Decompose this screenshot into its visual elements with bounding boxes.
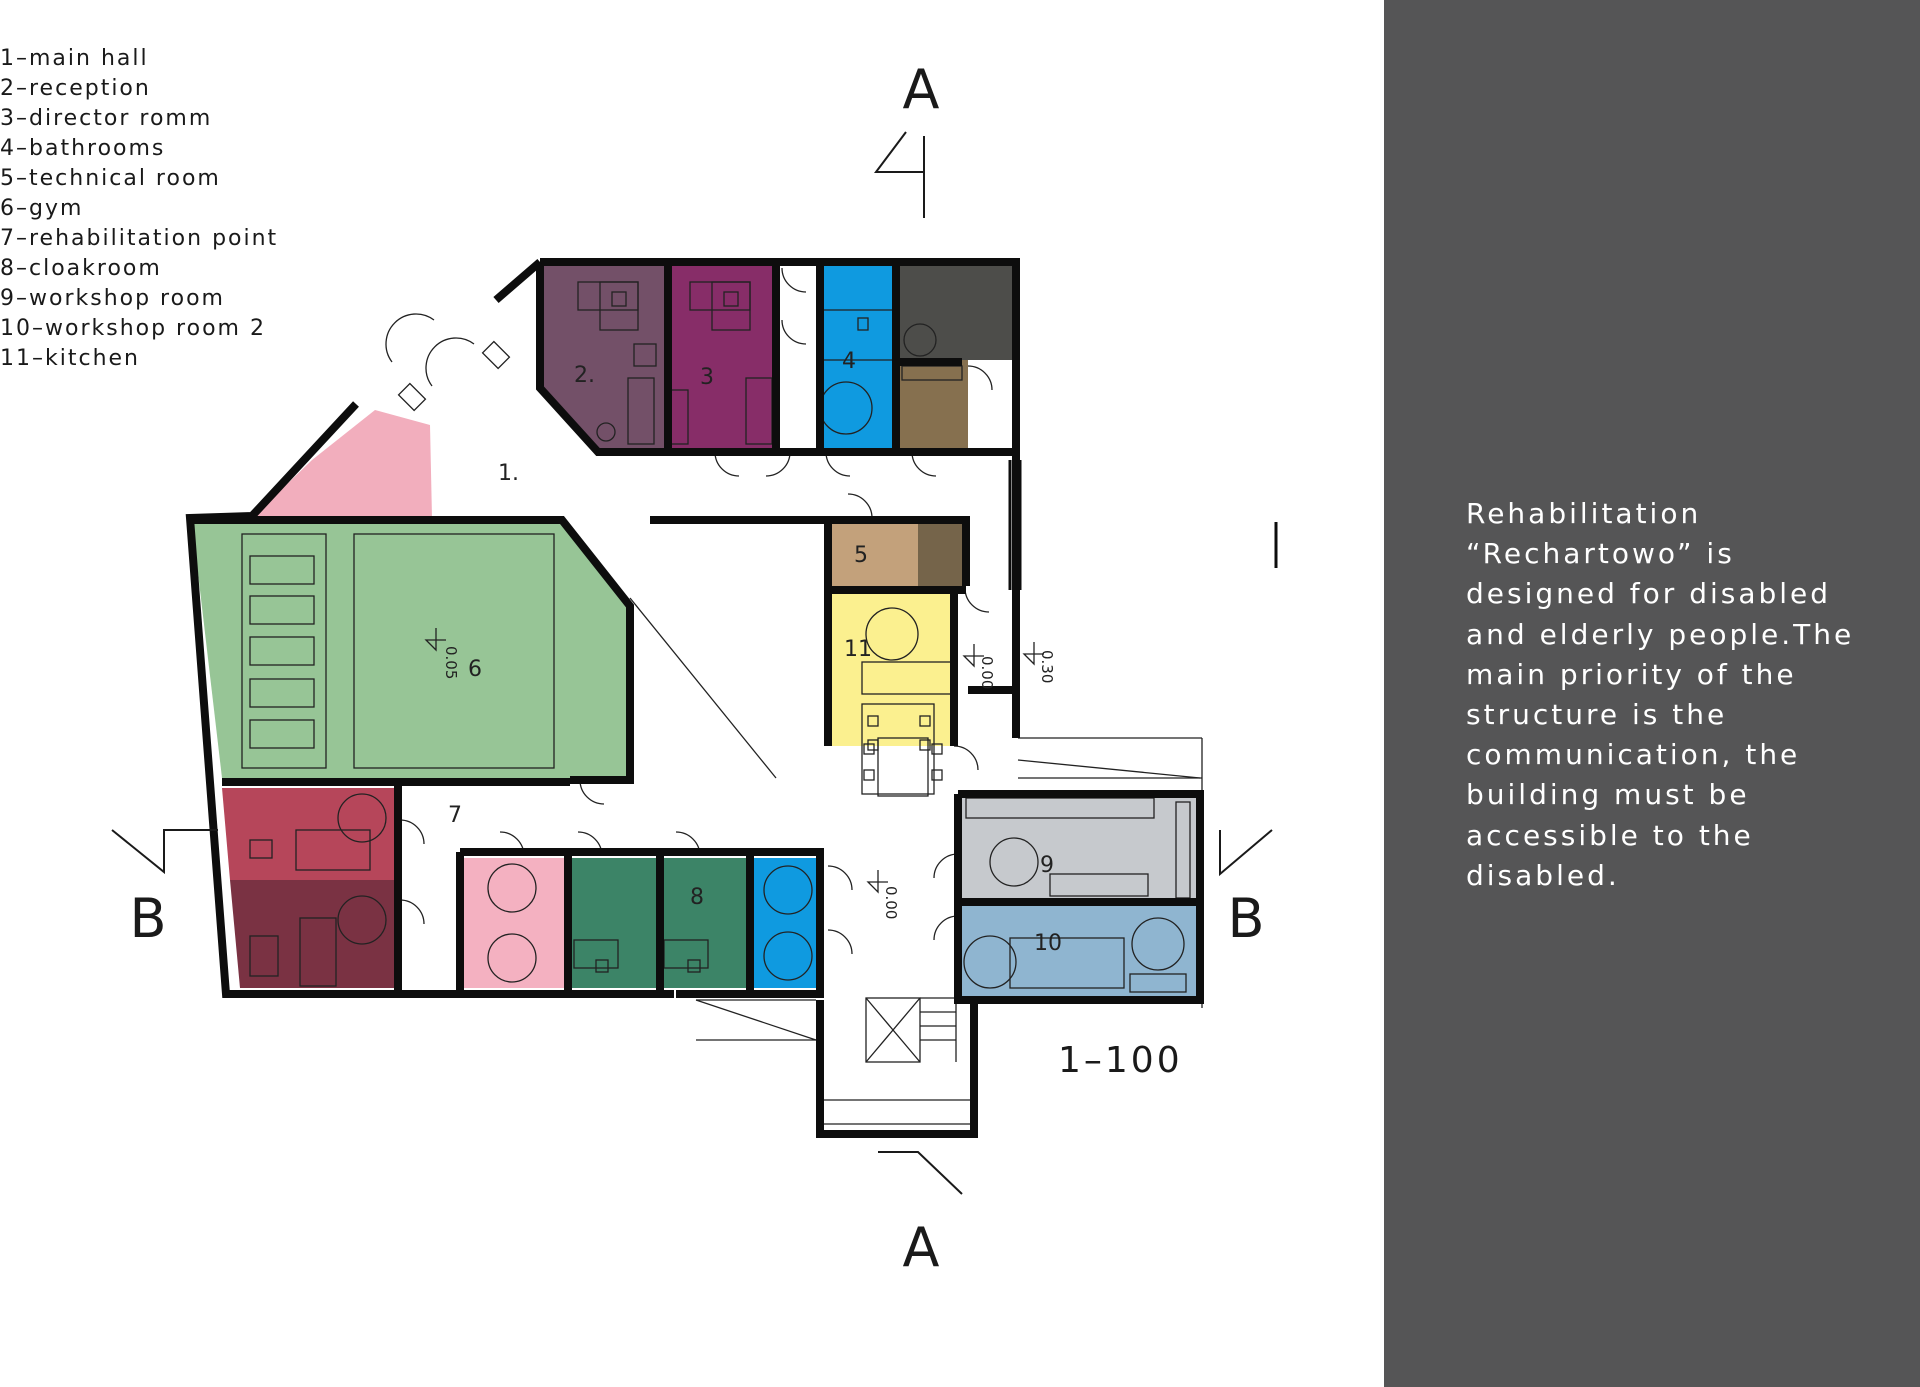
storage-dark-room bbox=[896, 264, 1014, 360]
section-label-a-top: A bbox=[903, 58, 940, 121]
room-8-cloakroom-a bbox=[570, 858, 662, 988]
room-label-2: 2. bbox=[574, 363, 595, 388]
thin-walls bbox=[1008, 460, 1278, 590]
room-4-bathrooms bbox=[820, 264, 896, 448]
main-hall-entry-area bbox=[252, 410, 432, 518]
description-line: “Rechartowo” is bbox=[1466, 537, 1735, 571]
project-description: Rehabilitation “Rechartowo” is designed fo… bbox=[1466, 494, 1866, 896]
room-5-technical bbox=[830, 522, 918, 588]
room-label-3: 3 bbox=[700, 365, 714, 390]
side-panel bbox=[1384, 0, 1920, 1387]
level-east: 0.30 bbox=[1038, 650, 1056, 683]
room-9-workshop bbox=[960, 794, 1196, 902]
section-marker-lines bbox=[111, 131, 1273, 1195]
level-corridor: 0.00 bbox=[882, 886, 900, 919]
legend-item: 5–technical room bbox=[0, 166, 221, 191]
room-fills bbox=[192, 264, 1196, 1000]
room-label-7: 7 bbox=[448, 803, 462, 828]
room-10-workshop-2 bbox=[960, 904, 1196, 1000]
description-line: building must be bbox=[1466, 778, 1750, 812]
room-label-4: 4 bbox=[842, 349, 856, 374]
legend-item: 4–bathrooms bbox=[0, 136, 166, 161]
section-label-b-left: B bbox=[129, 887, 166, 950]
floor-plan: A A B B 1. 2. 3 4 5 6 7 8 9 10 11 0.05 0… bbox=[111, 58, 1278, 1279]
room-label-1: 1. bbox=[498, 461, 519, 486]
rehab-room-a bbox=[222, 788, 398, 880]
description-line: Rehabilitation bbox=[1466, 497, 1702, 530]
room-label-6: 6 bbox=[468, 657, 482, 682]
description-line: accessible to the bbox=[1466, 818, 1754, 852]
legend-item: 1–main hall bbox=[0, 46, 149, 71]
legend-item: 9–workshop room bbox=[0, 286, 225, 311]
room-labels: 1. 2. 3 4 5 6 7 8 9 10 11 bbox=[448, 349, 1062, 956]
room-8-cloakroom-b bbox=[662, 858, 750, 988]
level-gym: 0.05 bbox=[442, 646, 460, 679]
description-line: main priority of the bbox=[1466, 657, 1797, 691]
description-line: disabled. bbox=[1466, 858, 1620, 892]
room-2-reception bbox=[543, 264, 668, 448]
rehab-room-b bbox=[230, 880, 398, 988]
legend-item: 6–gym bbox=[0, 196, 84, 221]
scale-label: 1–100 bbox=[1058, 1040, 1183, 1081]
section-label-a-bottom: A bbox=[903, 1216, 940, 1279]
legend-item: 2–reception bbox=[0, 76, 151, 101]
legend-item: 3–director romm bbox=[0, 106, 213, 131]
description-line: communication, the bbox=[1466, 738, 1801, 772]
room-label-9: 9 bbox=[1040, 853, 1054, 878]
level-marks: 0.05 0.00 0.30 0.00 bbox=[442, 646, 1056, 919]
room-label-8: 8 bbox=[690, 885, 704, 910]
room-label-11: 11 bbox=[844, 637, 872, 662]
description-line: designed for disabled bbox=[1466, 577, 1832, 611]
room-11-kitchen bbox=[828, 592, 954, 746]
level-kitchen: 0.00 bbox=[978, 656, 996, 689]
room-legend: 1–main hall 2–reception 3–director romm 4–b… bbox=[0, 44, 278, 374]
description-line: structure is the bbox=[1466, 698, 1728, 732]
room-3-director bbox=[668, 264, 776, 448]
room-5-annex bbox=[918, 522, 964, 588]
walls bbox=[185, 258, 1204, 1138]
description-line: and elderly people.The bbox=[1466, 617, 1855, 651]
section-label-b-right: B bbox=[1227, 887, 1264, 950]
room-6-gym bbox=[192, 522, 630, 778]
cloakroom-bathroom-top bbox=[752, 858, 824, 923]
legend-item: 7–rehabilitation point bbox=[0, 226, 279, 251]
legend-item: 11–kitchen bbox=[0, 346, 140, 371]
cloakroom-bathroom-bottom bbox=[752, 923, 824, 988]
room-label-10: 10 bbox=[1034, 931, 1062, 956]
room-label-5: 5 bbox=[854, 543, 868, 568]
legend-item: 8–cloakroom bbox=[0, 256, 162, 281]
level-ticks bbox=[424, 628, 1044, 894]
rehab-pink-room bbox=[462, 858, 566, 988]
fixtures bbox=[241, 267, 1203, 1125]
storage-brown-room bbox=[896, 360, 968, 448]
legend-item: 10–workshop room 2 bbox=[0, 316, 266, 341]
